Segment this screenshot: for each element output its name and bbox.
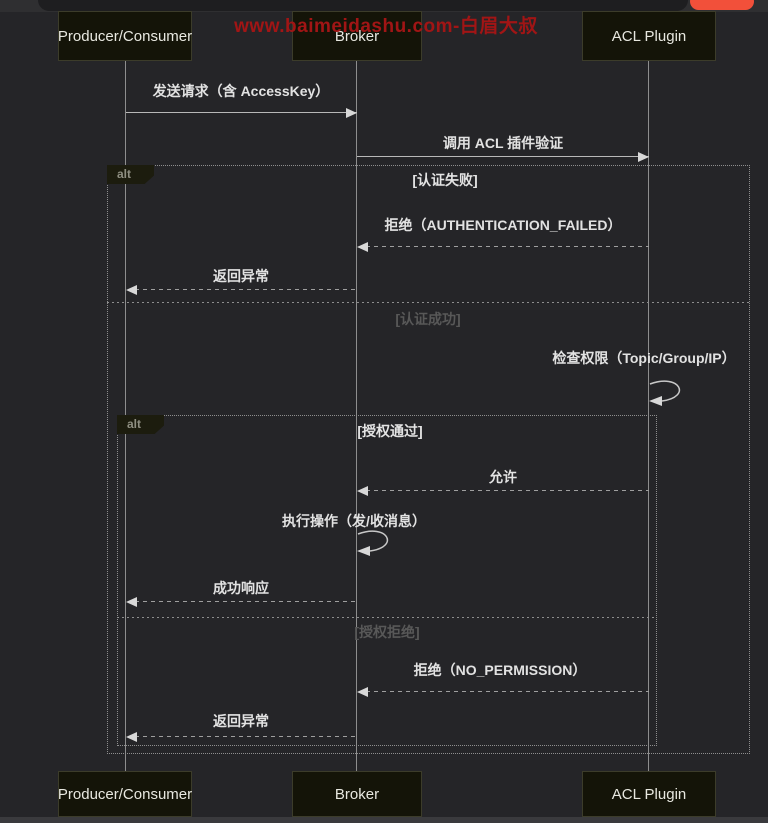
self-loop-broker [357, 530, 389, 556]
alt-tab-inner: alt [117, 415, 164, 434]
arrowhead-right-icon [638, 152, 649, 162]
arrow-return-error-2 [135, 736, 357, 737]
message-reject-permission: 拒绝（NO_PERMISSION） [413, 662, 587, 678]
alt-frame-outer [107, 165, 750, 754]
actor-top-broker: Broker [292, 11, 422, 61]
alt-tab-outer: alt [107, 165, 154, 184]
message-success: 成功响应 [213, 580, 269, 596]
message-call-acl: 调用 ACL 插件验证 [442, 135, 564, 151]
condition-authz-pass: [授权通过] [357, 423, 423, 439]
self-loop-acl [649, 380, 681, 406]
lifeline-broker [356, 61, 357, 772]
condition-auth-failed: [认证失败] [412, 172, 478, 188]
alt-divider-outer [107, 302, 750, 303]
address-bar[interactable] [38, 0, 688, 11]
actor-label: Producer/Consumer [57, 27, 193, 45]
actor-label: Broker [334, 27, 380, 45]
arrow-reject-auth [366, 246, 649, 247]
arrowhead-right-icon [346, 108, 357, 118]
lifeline-acl [648, 61, 649, 772]
bottom-edge-strip [0, 817, 768, 823]
actor-label: ACL Plugin [611, 785, 687, 803]
actor-bottom-broker: Broker [292, 771, 422, 817]
arrowhead-left-icon [126, 732, 137, 742]
message-return-error-1: 返回异常 [213, 268, 269, 284]
arrowhead-left-icon [126, 285, 137, 295]
arrow-send-request [126, 112, 357, 113]
arrow-call-acl [357, 156, 649, 157]
arrow-return-error-1 [135, 289, 357, 290]
message-check-permission: 检查权限（Topic/Group/IP） [552, 350, 736, 366]
message-execute: 执行操作（发/收消息） [282, 513, 426, 529]
arrow-reject-permission [366, 691, 649, 692]
arrowhead-left-icon [126, 597, 137, 607]
actor-bottom-acl-plugin: ACL Plugin [582, 771, 716, 817]
condition-auth-success: [认证成功] [395, 311, 461, 327]
browser-action-button[interactable] [690, 0, 754, 10]
message-allow: 允许 [489, 469, 517, 485]
alt-frame-inner [117, 415, 657, 746]
actor-bottom-producer-consumer: Producer/Consumer [58, 771, 192, 817]
message-send-request: 发送请求（含 AccessKey） [152, 83, 330, 99]
arrowhead-left-icon [357, 687, 368, 697]
browser-topbar [0, 0, 768, 12]
arrow-success [135, 601, 357, 602]
actor-top-producer-consumer: Producer/Consumer [58, 11, 192, 61]
actor-label: ACL Plugin [611, 27, 687, 45]
message-return-error-2: 返回异常 [213, 713, 269, 729]
actor-label: Broker [334, 785, 380, 803]
actor-label: Producer/Consumer [57, 785, 193, 803]
arrowhead-left-icon [357, 242, 368, 252]
alt-divider-inner [117, 617, 657, 618]
arrow-allow [366, 490, 649, 491]
message-reject-auth: 拒绝（AUTHENTICATION_FAILED） [384, 217, 622, 233]
condition-authz-reject: [授权拒绝] [354, 624, 420, 640]
actor-top-acl-plugin: ACL Plugin [582, 11, 716, 61]
watermark-text: www.baimeidashu.com-白眉大叔 [234, 16, 538, 37]
arrowhead-left-icon [357, 486, 368, 496]
